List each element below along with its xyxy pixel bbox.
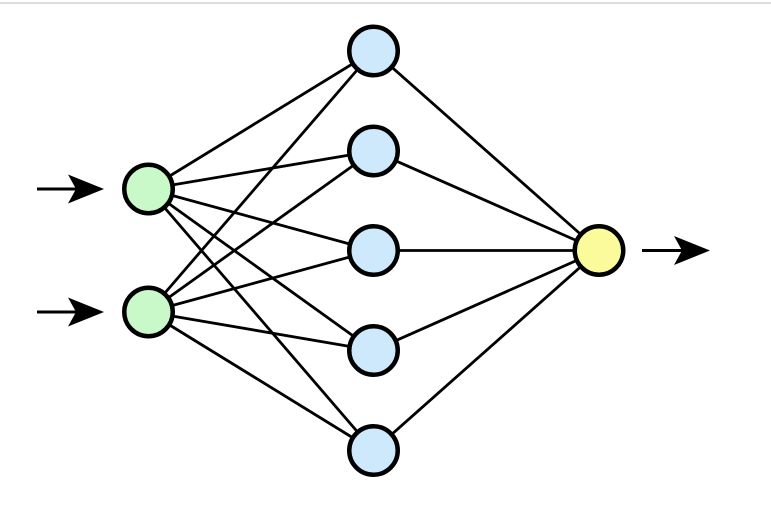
output-node-1 <box>572 224 626 277</box>
edge-hidden5-output1 <box>372 249 600 452</box>
input-node-2 <box>122 285 175 339</box>
hidden-node-2 <box>347 124 400 178</box>
top-border-line <box>0 2 771 4</box>
hidden-node-3 <box>347 224 400 277</box>
hidden-node-4 <box>347 324 400 377</box>
edge-input1-hidden2 <box>148 149 374 191</box>
edge-input1-hidden1 <box>147 49 375 191</box>
input-arrow-1-head <box>68 174 104 204</box>
hidden-node-5 <box>347 424 400 477</box>
input-arrow-2-head <box>68 297 104 327</box>
edge-hidden2-output1 <box>372 149 600 252</box>
edge-input1-hidden4 <box>147 187 375 352</box>
edge-hidden4-output1 <box>372 249 600 352</box>
edge-input2-hidden1 <box>147 50 375 313</box>
edge-input2-hidden4 <box>148 310 374 352</box>
edge-input1-hidden3 <box>148 187 374 252</box>
edge-input1-hidden5 <box>147 188 375 452</box>
hidden-node-1 <box>347 24 400 78</box>
edge-hidden1-output1 <box>372 49 600 252</box>
input-node-1 <box>122 162 175 216</box>
output-arrow-head <box>674 236 710 265</box>
edge-input2-hidden5 <box>147 310 375 452</box>
edge-input2-hidden3 <box>148 249 374 314</box>
edge-input2-hidden2 <box>147 149 375 314</box>
